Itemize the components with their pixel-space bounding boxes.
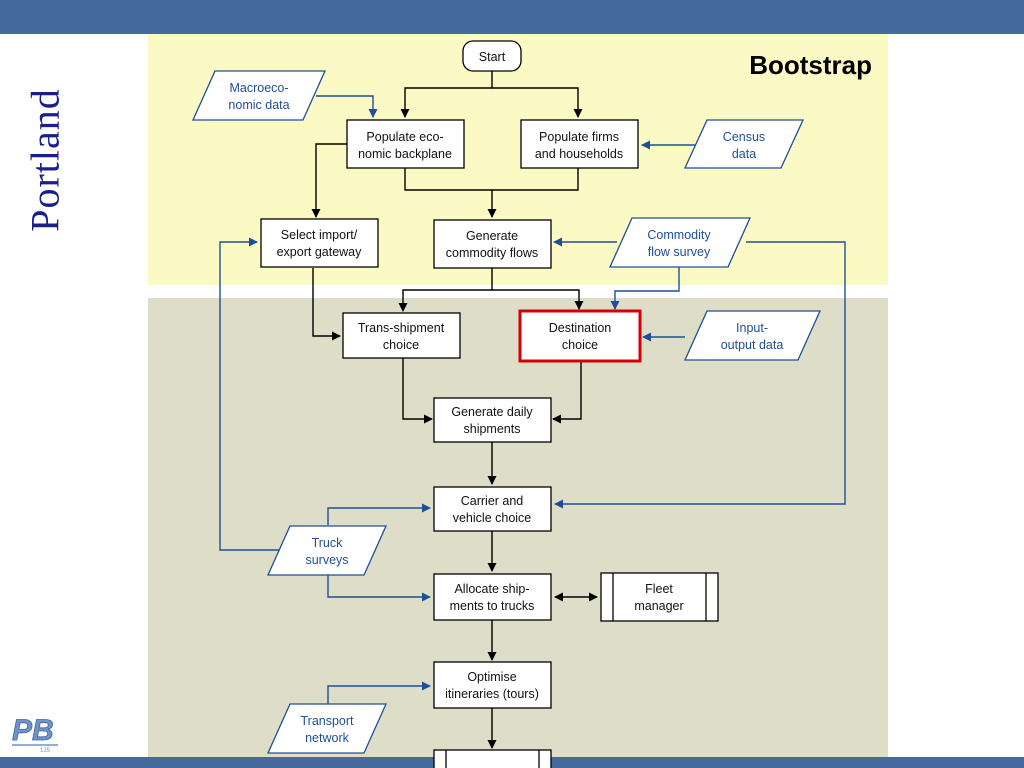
allocate-shipments-label-2: ments to trucks [450,599,535,613]
truck-surveys-label-2: surveys [305,553,348,567]
destination-choice-label-2: choice [562,338,598,352]
macroeconomic-data-label-1: Macroeco- [229,81,288,95]
transshipment-choice-node: Trans-shipment choice [342,312,461,359]
destination-choice-node: Destination choice [518,309,642,363]
generate-commodity-flows-label-1: Generate [466,229,518,243]
optimise-itineraries-label-2: itineraries (tours) [445,687,539,701]
logo-letters: PB [12,714,54,747]
allocate-shipments-label-1: Allocate ship- [454,582,529,596]
select-gateway-label-1: Select import/ [281,228,358,242]
commodity-flow-survey-label-1: Commodity [647,228,711,242]
carrier-vehicle-choice-node: Carrier and vehicle choice [433,486,552,532]
start-node: Start [462,40,522,72]
select-gateway-node: Select import/ export gateway [260,218,379,268]
optimise-itineraries-node: Optimise itineraries (tours) [433,661,552,709]
fleet-manager-node: Fleet manager [600,572,719,622]
populate-economic-backplane-label-1: Populate eco- [366,130,443,144]
carrier-vehicle-choice-label-1: Carrier and [461,494,524,508]
populate-firms-households-label-1: Populate firms [539,130,619,144]
truck-surveys-node: Truck surveys [266,525,388,576]
populate-firms-households-node: Populate firms and households [520,119,639,169]
transshipment-choice-label-2: choice [383,338,419,352]
generate-commodity-flows-label-2: commodity flows [446,246,538,260]
fleet-manager-label-2: manager [634,599,683,613]
optimise-itineraries-label-1: Optimise [467,670,516,684]
transport-network-node: Transport network [266,703,388,754]
transshipment-choice-label-1: Trans-shipment [358,321,445,335]
census-data-node: Census data [683,119,805,169]
transport-network-label-2: network [305,731,350,745]
next-process-node-partial [433,749,552,768]
logo-subtext: 125 [40,748,51,754]
populate-firms-households-label-2: and households [535,147,623,161]
section-title: Bootstrap [749,50,872,80]
populate-economic-backplane-label-2: nomic backplane [358,147,452,161]
top-header-bar [0,0,1024,34]
truck-surveys-label-1: Truck [312,536,344,550]
input-output-data-label-2: output data [721,338,784,352]
fleet-manager-label-1: Fleet [645,582,673,596]
populate-economic-backplane-node: Populate eco- nomic backplane [346,119,465,169]
generate-commodity-flows-node: Generate commodity flows [433,219,552,269]
carrier-vehicle-choice-label-2: vehicle choice [453,511,532,525]
census-data-label-1: Census [723,130,765,144]
select-gateway-label-2: export gateway [277,245,363,259]
input-output-data-node: Input- output data [683,310,822,361]
macroeconomic-data-label-2: nomic data [228,98,289,112]
commodity-flow-survey-label-2: flow survey [648,245,711,259]
generate-daily-shipments-label-1: Generate daily [451,405,533,419]
input-output-data-label-1: Input- [736,321,768,335]
transport-network-label-1: Transport [300,714,354,728]
destination-choice-label-1: Destination [549,321,612,335]
commodity-flow-survey-node: Commodity flow survey [608,217,752,268]
start-label: Start [479,50,506,64]
macroeconomic-data-node: Macroeco- nomic data [191,70,327,121]
generate-daily-shipments-label-2: shipments [464,422,521,436]
generate-daily-shipments-node: Generate daily shipments [433,397,552,443]
census-data-label-2: data [732,147,756,161]
pb-logo-icon: PB 125 [12,714,58,754]
allocate-shipments-node: Allocate ship- ments to trucks [433,573,552,621]
